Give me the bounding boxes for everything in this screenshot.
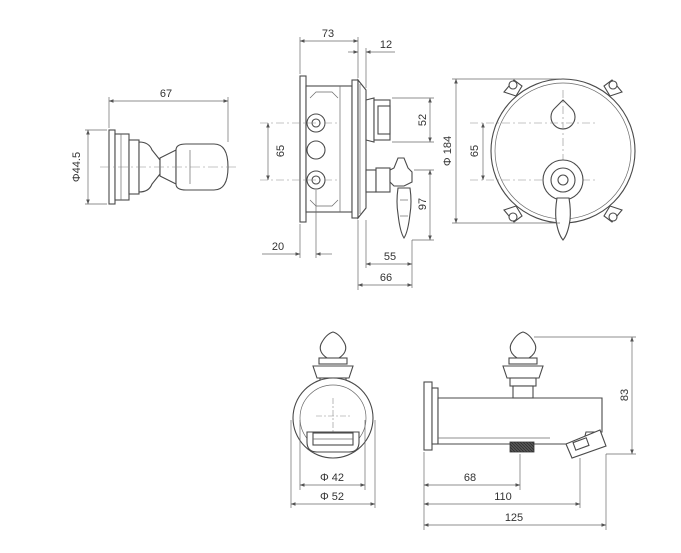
dim-offset-bottom: 20 (262, 190, 332, 258)
dim-spout-height: 83 (534, 336, 636, 455)
knob-side-view (100, 129, 236, 205)
dim-cartridge-spacing: 65 (266, 122, 287, 181)
dim-label-83: 83 (619, 389, 631, 401)
dim-plate-diameter: Φ 184 (442, 78, 560, 224)
front-plate-view (470, 78, 636, 241)
dim-label-73: 73 (322, 28, 334, 40)
dim-projection-66: 66 (357, 220, 413, 290)
dim-label-d184: Φ 184 (442, 136, 454, 166)
dim-body-depth: 73 (299, 28, 359, 78)
dim-plate-axis-spacing: 65 (469, 122, 485, 181)
dim-lever-height: 52 (392, 97, 434, 143)
dim-spout-outlet-diameter: Φ 42 (299, 420, 366, 490)
spout-aerator-knurl (509, 441, 535, 453)
dim-label-d52: Φ 52 (320, 491, 344, 503)
dim-label-67: 67 (160, 88, 172, 100)
dim-handle-height: 97 (412, 169, 434, 241)
dim-label-12: 12 (380, 39, 392, 51)
dim-plate-thickness: 12 (348, 39, 395, 88)
dim-spout-rosette-diameter: Φ 52 (290, 420, 376, 508)
dim-knob-diameter: Φ44.5 (71, 129, 107, 205)
dim-label-52: 52 (417, 114, 429, 126)
dim-label-66: 66 (380, 272, 392, 284)
dim-label-20: 20 (272, 241, 284, 253)
dim-label-125: 125 (505, 512, 523, 524)
dim-label-d44-5: Φ44.5 (71, 152, 83, 182)
spout-front-view (292, 331, 374, 459)
dim-label-110: 110 (494, 491, 512, 503)
dim-projection-55: 55 (365, 220, 413, 288)
dim-knob-length: 67 (108, 88, 229, 142)
spout-side-view (423, 331, 607, 459)
dim-spout-length-110: 110 (423, 458, 581, 508)
dim-label-65-side: 65 (275, 145, 287, 157)
dim-spout-length-68: 68 (423, 452, 521, 530)
mixer-body-side-view (260, 75, 413, 239)
dim-label-65-front: 65 (469, 145, 481, 157)
dim-label-68: 68 (464, 472, 476, 484)
dim-spout-length-125: 125 (423, 454, 607, 530)
dim-label-55: 55 (384, 251, 396, 263)
dim-label-d42: Φ 42 (320, 472, 344, 484)
dim-label-97: 97 (417, 198, 429, 210)
